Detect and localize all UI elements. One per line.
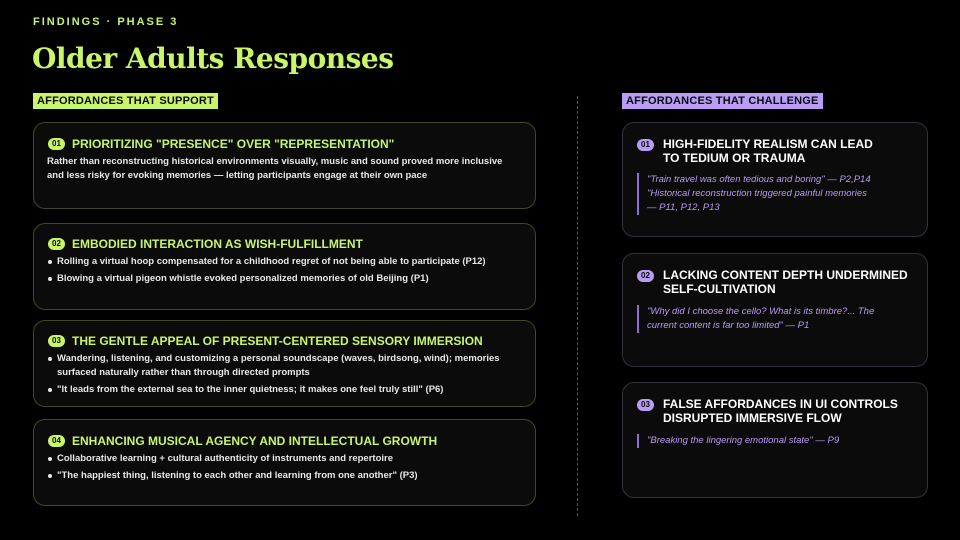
card-title-line: DISRUPTED IMMERSIVE FLOW: [663, 411, 842, 425]
card-number-badge: 01: [48, 138, 65, 150]
bullet-item: Collaborative learning + cultural authen…: [47, 452, 521, 466]
card-title-line: SELF-CULTIVATION: [663, 282, 776, 296]
support-card-2: 02 EMBODIED INTERACTION AS WISH-FULFILLM…: [33, 223, 536, 310]
card-number-badge: 03: [637, 399, 654, 411]
card-title: LACKING CONTENT DEPTH UNDERMINED SELF-CU…: [663, 268, 908, 296]
bullet-item: Wandering, listening, and customizing a …: [47, 352, 521, 380]
card-number-badge: 02: [48, 238, 65, 250]
card-title: HIGH-FIDELITY REALISM CAN LEAD TO TEDIUM…: [663, 137, 873, 165]
quote-line: "Why did I choose the cello? What is its…: [647, 306, 875, 317]
quote-line: "Train travel was often tedious and bori…: [647, 174, 871, 185]
card-title-line: LACKING CONTENT DEPTH UNDERMINED: [663, 268, 908, 282]
bullet-item: Rolling a virtual hoop compensated for a…: [47, 255, 521, 269]
support-card-4: 04 ENHANCING MUSICAL AGENCY AND INTELLEC…: [33, 419, 536, 506]
section-kicker: FINDINGS · PHASE 3: [33, 16, 179, 28]
card-number-badge: 04: [48, 435, 65, 447]
bullet-item: "It leads from the external sea to the i…: [47, 383, 521, 397]
card-title-line: HIGH-FIDELITY REALISM CAN LEAD: [663, 137, 873, 151]
card-title: EMBODIED INTERACTION AS WISH-FULFILLMENT: [72, 237, 363, 251]
support-card-1: 01 PRIORITIZING "PRESENCE" OVER "REPRESE…: [33, 122, 536, 209]
card-bullet-list: Wandering, listening, and customizing a …: [47, 352, 521, 397]
card-title-line: FALSE AFFORDANCES IN UI CONTROLS: [663, 397, 898, 411]
card-title-line: TO TEDIUM OR TRAUMA: [663, 151, 806, 165]
card-body: Rather than reconstructing historical en…: [47, 156, 503, 181]
quote-line: current content is far too limited" — P1: [647, 320, 810, 331]
challenge-card-2: 02 LACKING CONTENT DEPTH UNDERMINED SELF…: [622, 253, 928, 367]
card-title: FALSE AFFORDANCES IN UI CONTROLS DISRUPT…: [663, 397, 898, 425]
participant-quote: "Train travel was often tedious and bori…: [637, 173, 911, 215]
card-number-badge: 03: [48, 335, 65, 347]
page-title: Older Adults Responses: [32, 42, 394, 75]
challenge-section-label: AFFORDANCES THAT CHALLENGE: [622, 93, 823, 109]
quote-line: "Breaking the lingering emotional state"…: [647, 435, 840, 446]
support-section-label: AFFORDANCES THAT SUPPORT: [33, 93, 218, 109]
card-title: THE GENTLE APPEAL OF PRESENT-CENTERED SE…: [72, 334, 483, 348]
challenge-card-3: 03 FALSE AFFORDANCES IN UI CONTROLS DISR…: [622, 382, 928, 498]
card-number-badge: 01: [637, 139, 654, 151]
bullet-item: "The happiest thing, listening to each o…: [47, 469, 521, 483]
quote-line: — P11, P12, P13: [647, 202, 720, 213]
card-bullet-list: Rolling a virtual hoop compensated for a…: [47, 255, 521, 286]
bullet-item: Blowing a virtual pigeon whistle evoked …: [47, 272, 521, 286]
card-number-badge: 02: [637, 270, 654, 282]
challenge-card-1: 01 HIGH-FIDELITY REALISM CAN LEAD TO TED…: [622, 122, 928, 237]
participant-quote: "Why did I choose the cello? What is its…: [637, 305, 911, 333]
quote-line: "Historical reconstruction triggered pai…: [647, 188, 867, 199]
card-bullet-list: Collaborative learning + cultural authen…: [47, 452, 521, 483]
support-card-3: 03 THE GENTLE APPEAL OF PRESENT-CENTERED…: [33, 320, 536, 407]
card-title: ENHANCING MUSICAL AGENCY AND INTELLECTUA…: [72, 434, 438, 448]
card-title: PRIORITIZING "PRESENCE" OVER "REPRESENTA…: [72, 137, 395, 151]
participant-quote: "Breaking the lingering emotional state"…: [637, 434, 911, 448]
column-divider: [577, 96, 578, 516]
